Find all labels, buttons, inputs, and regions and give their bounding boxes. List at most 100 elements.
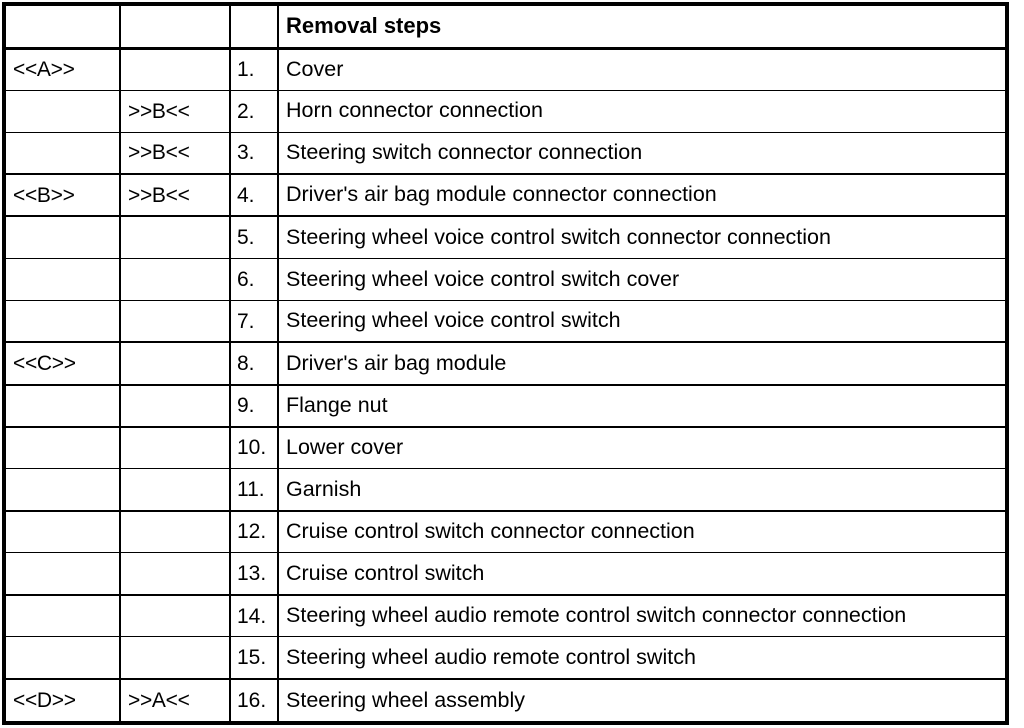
cell-number-text: 13. <box>237 562 267 586</box>
cell-mark-a <box>6 384 121 428</box>
cell-mark-b-text <box>121 311 228 332</box>
cell-mark-b-text <box>121 227 228 248</box>
cell-mark-a-text <box>6 647 118 668</box>
cell-mark-a-text: <<B>> <box>13 183 75 207</box>
cell-number: 7. <box>230 300 279 344</box>
cell-number: 15. <box>230 636 279 680</box>
cell-number-text: 4. <box>237 183 255 207</box>
cell-number-text: 14. <box>237 604 267 628</box>
cell-step: Steering wheel assembly <box>278 678 1005 721</box>
cell-mark-b <box>120 594 231 638</box>
cell-step-text: Steering wheel assembly <box>286 687 526 712</box>
cell-mark-a-text <box>6 227 118 248</box>
cell-mark-b <box>120 468 231 512</box>
cell-mark-b-text <box>121 59 228 80</box>
cell-mark-b-text: >>B<< <box>128 141 190 165</box>
cell-mark-b-text <box>121 353 228 374</box>
cell-number: 9. <box>230 384 279 428</box>
header-cell-number <box>230 6 279 50</box>
cell-mark-a-text <box>6 563 118 584</box>
cell-mark-b-text <box>121 647 228 668</box>
cell-mark-a-text <box>6 606 118 627</box>
table-row: 5.Steering wheel voice control switch co… <box>6 216 1005 259</box>
cell-number: 12. <box>230 510 279 554</box>
cell-number: 3. <box>230 132 279 176</box>
cell-mark-a-text <box>6 142 118 163</box>
cell-number-text: 11. <box>237 477 265 501</box>
cell-mark-b: >>B<< <box>120 132 231 176</box>
cell-step-text: Steering wheel voice control switch cove… <box>286 266 680 291</box>
cell-step-text: Driver's air bag module connector connec… <box>286 182 717 207</box>
cell-mark-a <box>6 132 121 176</box>
cell-step-text: Horn connector connection <box>286 98 543 123</box>
cell-step: Steering wheel voice control switch conn… <box>278 216 1005 259</box>
cell-number-text: 2. <box>237 99 255 123</box>
table-row: 13. Cruise control switch <box>6 552 1005 596</box>
cell-step-text: Steering wheel voice control switch <box>286 308 621 333</box>
cell-mark-b-text <box>121 563 228 584</box>
cell-number-text: 8. <box>237 351 255 375</box>
cell-mark-b-text: >>A<< <box>128 688 190 712</box>
table-head: Removal steps <box>6 6 1005 50</box>
cell-step-text: Cruise control switch connector connecti… <box>286 519 695 544</box>
cell-mark-a <box>6 552 121 596</box>
cell-mark-b-text <box>121 606 228 627</box>
table-row: >>B<< 3. Steering switch connector connect… <box>6 132 1005 176</box>
cell-mark-a: <<C>> <box>6 342 121 386</box>
header-label-mark-a <box>6 16 118 37</box>
header-label-number <box>231 16 276 37</box>
cell-mark-b <box>120 48 231 91</box>
cell-mark-a-text <box>6 479 118 500</box>
cell-step: Flange nut <box>278 384 1005 428</box>
table-row: <<B>> >>B<< 4. Driver's air bag module conn… <box>6 174 1005 218</box>
cell-step-text: Cover <box>286 56 344 81</box>
cell-step-text: Lower cover <box>286 435 404 460</box>
cell-number-text: 7. <box>237 309 255 333</box>
cell-number: 1. <box>230 48 279 91</box>
cell-mark-b-text <box>121 521 228 542</box>
cell-step-text: Steering switch connector connection <box>286 140 643 165</box>
cell-mark-a-text: <<C>> <box>13 351 76 375</box>
cell-number: 8. <box>230 342 279 386</box>
cell-number-text: 9. <box>237 394 255 418</box>
cell-step: Cruise control switch connector connecti… <box>278 510 1005 554</box>
cell-step-text: Cruise control switch <box>286 560 485 585</box>
cell-mark-a <box>6 426 121 470</box>
cell-mark-b-text: >>B<< <box>128 183 190 207</box>
cell-step: Steering wheel voice control switch cove… <box>278 258 1005 301</box>
table-row: 14.Steering wheel audio remote control s… <box>6 594 1005 638</box>
cell-mark-a-text <box>6 395 118 416</box>
cell-step-text: Steering wheel audio remote control swit… <box>286 644 696 669</box>
cell-mark-b <box>120 300 231 344</box>
cell-step-text: Steering wheel voice control switch conn… <box>286 224 831 249</box>
cell-number: 11. <box>230 468 279 512</box>
cell-mark-a-text <box>6 311 118 332</box>
cell-mark-a <box>6 594 121 638</box>
cell-mark-b <box>120 510 231 554</box>
cell-mark-b <box>120 384 231 428</box>
cell-step: Cruise control switch <box>278 552 1005 596</box>
cell-step: Steering switch connector connection <box>278 132 1005 176</box>
cell-mark-a-text <box>6 521 118 542</box>
cell-mark-a-text <box>6 269 118 290</box>
table-row: >>B<<2. Horn connector connection <box>6 90 1005 133</box>
cell-mark-a <box>6 300 121 344</box>
header-label-mark-b <box>121 16 228 37</box>
table-row: <<C>> 8. Driver's air bag module <box>6 342 1005 386</box>
table-row: <<D>>>>A<<16.Steering wheel assembly <box>6 678 1005 721</box>
cell-step: Horn connector connection <box>278 90 1005 133</box>
cell-mark-b-text <box>121 269 228 290</box>
cell-number-text: 1. <box>237 58 255 82</box>
cell-mark-b: >>B<< <box>120 90 231 133</box>
cell-mark-b-text <box>121 395 228 416</box>
cell-number: 6. <box>230 258 279 301</box>
cell-step: Lower cover <box>278 426 1005 470</box>
header-label-removal-steps: Removal steps <box>286 13 442 39</box>
cell-step-text: Driver's air bag module <box>286 350 507 375</box>
cell-step: Driver's air bag module connector connec… <box>278 174 1005 218</box>
cell-step: Steering wheel voice control switch <box>278 300 1005 344</box>
cell-mark-b <box>120 216 231 259</box>
cell-mark-b <box>120 426 231 470</box>
cell-step: Steering wheel audio remote control swit… <box>278 636 1005 680</box>
removal-steps-table-container: Removal steps <<A>>1.Cover>>B<<2.Horn co… <box>2 2 1009 725</box>
